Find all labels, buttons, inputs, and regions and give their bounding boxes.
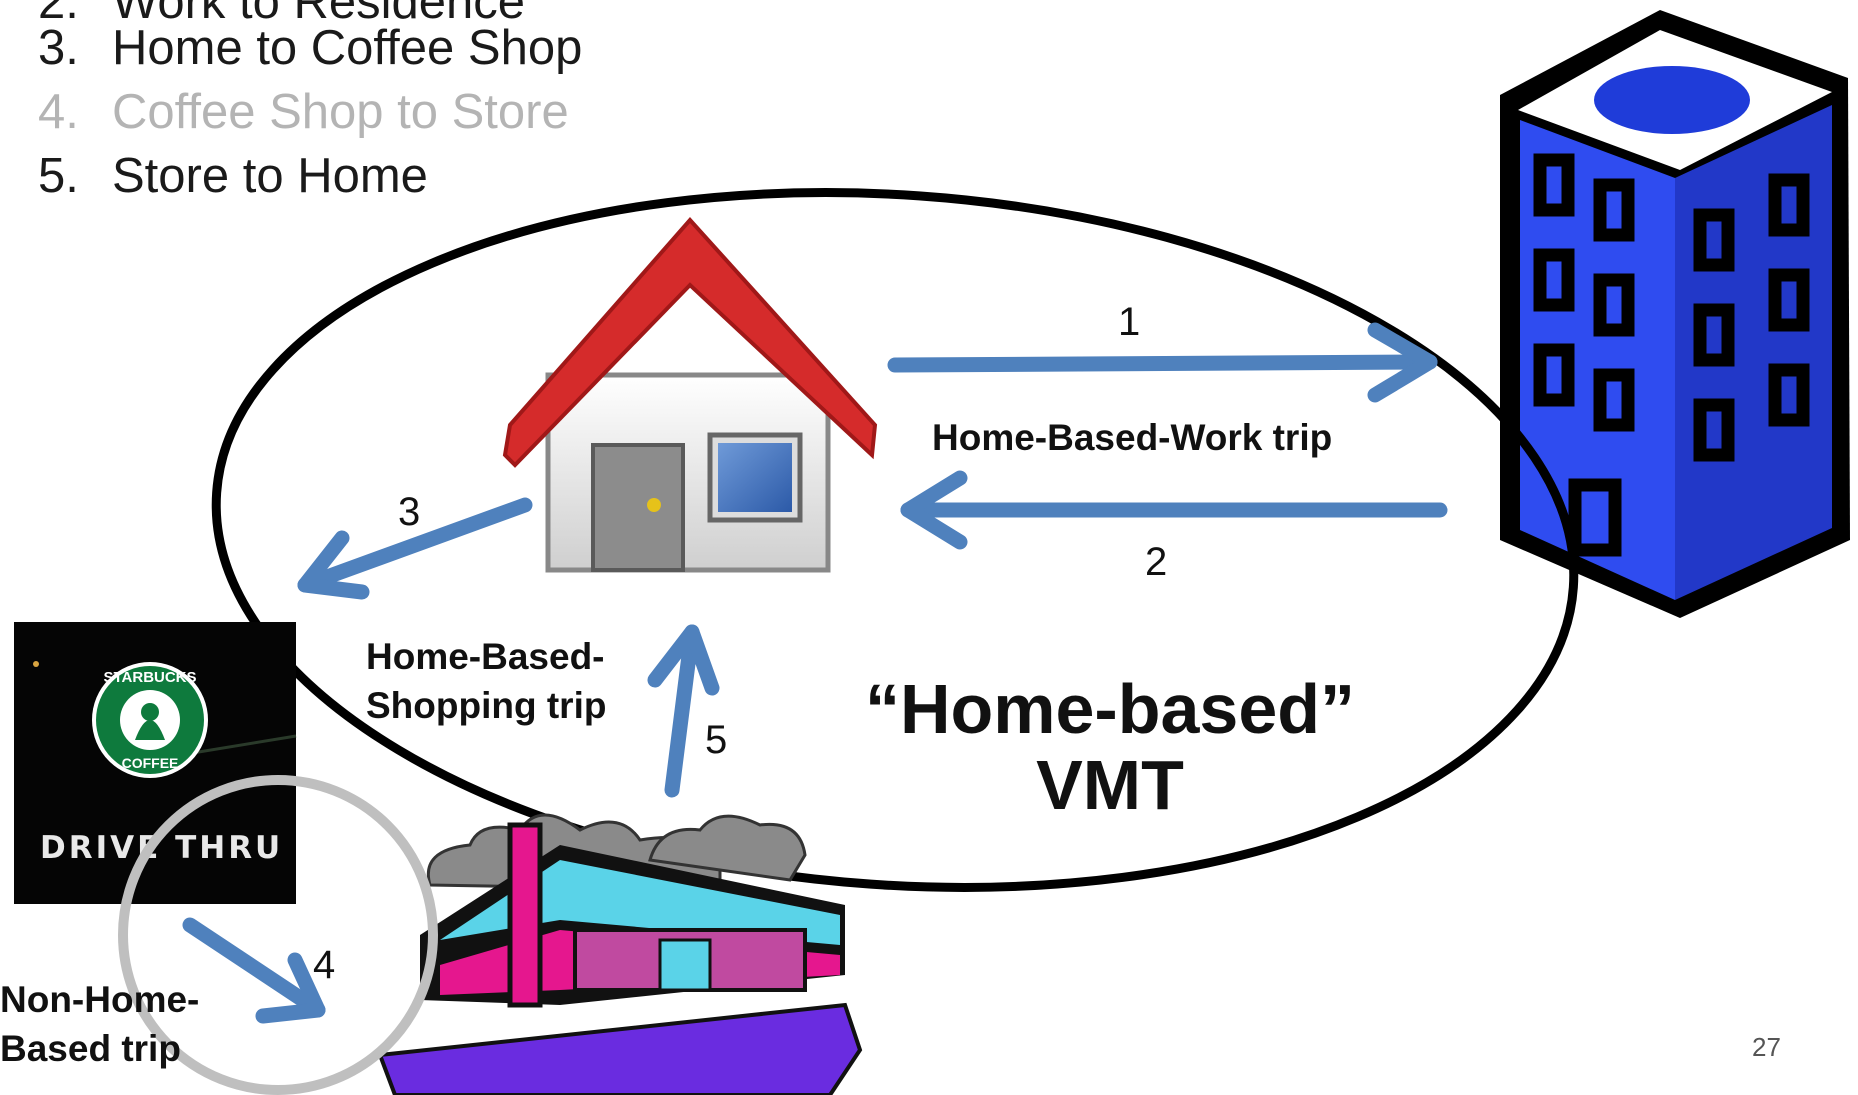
arrow-4-coffee-to-store xyxy=(182,917,326,1024)
arrow-number-2: 2 xyxy=(1145,540,1168,584)
arrow-number-4: 4 xyxy=(313,943,336,987)
arrow-number-1: 1 xyxy=(1118,300,1141,344)
highlight-circle xyxy=(118,775,438,1095)
starbucks-logo-text-top: STARBUCKS xyxy=(103,669,196,686)
home-based-vmt-line2: VMT xyxy=(1036,745,1184,824)
page-number: 27 xyxy=(1752,1032,1781,1062)
arrow-3-home-to-coffee xyxy=(297,497,533,600)
list-item-4: 4. Coffee Shop to Store xyxy=(38,88,569,137)
list-item-text: Coffee Shop to Store xyxy=(112,85,569,139)
arrow-5-store-to-home xyxy=(647,624,720,798)
list-item-number: 3. xyxy=(38,21,79,75)
home-based-vmt-heading: “Home-based” VMT xyxy=(835,670,1385,824)
starbucks-logo-text-bottom: COFFEE xyxy=(122,755,179,771)
home-based-shopping-line1: Home-Based- xyxy=(366,636,605,677)
list-item-number: 4. xyxy=(38,85,79,139)
list-item-3: 3. Home to Coffee Shop xyxy=(38,24,582,73)
list-item-text: Work to Residence xyxy=(112,0,526,29)
home-based-shopping-line2: Shopping trip xyxy=(366,685,607,727)
list-item-2: 2. Work to Residence xyxy=(38,0,525,27)
non-home-based-line1: Non-Home- xyxy=(0,979,200,1020)
store-icon xyxy=(377,813,863,1095)
home-icon xyxy=(502,216,878,573)
coffee-shop-sign: STARBUCKS COFFEE DRIVE THRU xyxy=(14,622,297,904)
non-home-based-label: Non-Home- Based trip xyxy=(0,975,199,1073)
arrow-1-home-to-work xyxy=(887,322,1438,403)
home-based-boundary-ellipse xyxy=(211,188,1579,892)
home-based-vmt-line1: “Home-based” xyxy=(864,670,1356,748)
home-based-shopping-label: Home-Based- Shopping trip xyxy=(366,632,606,730)
list-item-text: Store to Home xyxy=(112,149,428,203)
arrow-number-5: 5 xyxy=(705,718,728,762)
list-item-number: 5. xyxy=(38,149,79,203)
list-item-text: Home to Coffee Shop xyxy=(112,21,583,75)
list-item-number: 2. xyxy=(38,0,79,29)
list-item-5: 5. Store to Home xyxy=(38,152,428,201)
office-building-icon xyxy=(1500,10,1850,618)
home-based-work-label: Home-Based-Work trip xyxy=(932,417,1333,458)
non-home-based-line2: Based trip xyxy=(0,1028,181,1070)
arrow-2-work-to-home xyxy=(900,470,1448,550)
arrow-number-3: 3 xyxy=(398,490,421,534)
